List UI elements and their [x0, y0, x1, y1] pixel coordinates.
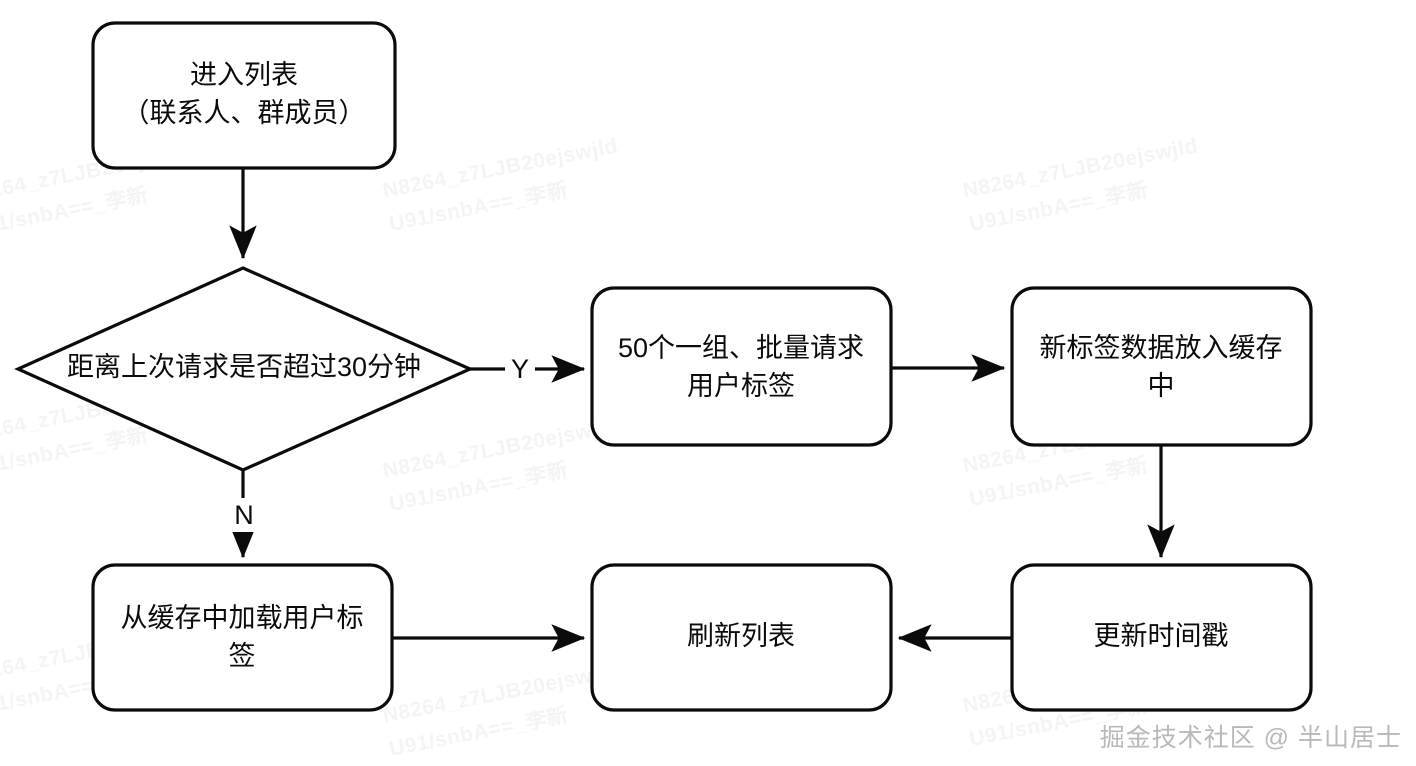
node-store-cache-line-1: 新标签数据放入缓存: [1040, 333, 1283, 363]
edge-label-yes: Y: [511, 354, 529, 384]
node-store-cache-line-2: 中: [1148, 371, 1175, 401]
node-refresh-list-label: 刷新列表: [687, 621, 795, 651]
node-load-from-cache[interactable]: 从缓存中加载用户标 签: [91, 563, 394, 712]
edge-check-no: N: [228, 470, 260, 559]
node-enter-list-line-1: 进入列表: [190, 60, 298, 90]
node-load-from-cache-line-1: 从缓存中加载用户标: [121, 603, 364, 633]
node-check-interval-label: 距离上次请求是否超过30分钟: [67, 352, 421, 382]
node-check-interval[interactable]: 距离上次请求是否超过30分钟: [14, 266, 474, 472]
node-load-from-cache-line-2: 签: [229, 641, 256, 671]
attribution-text: 掘金技术社区 @ 半山居士: [1099, 724, 1402, 752]
node-update-timestamp[interactable]: 更新时间戳: [1010, 563, 1313, 712]
edge-check-yes: Y: [470, 352, 586, 386]
node-enter-list[interactable]: 进入列表 （联系人、群成员）: [91, 21, 397, 170]
edge-label-no: N: [234, 500, 254, 530]
node-batch-request-line-1: 50个一组、批量请求: [618, 333, 864, 363]
node-update-timestamp-label: 更新时间戳: [1094, 621, 1229, 651]
node-batch-request-line-2: 用户标签: [687, 371, 795, 401]
node-refresh-list[interactable]: 刷新列表: [590, 563, 893, 712]
node-store-cache[interactable]: 新标签数据放入缓存 中: [1010, 286, 1313, 447]
node-enter-list-line-2: （联系人、群成员）: [123, 98, 366, 128]
node-batch-request[interactable]: 50个一组、批量请求 用户标签: [590, 286, 893, 447]
